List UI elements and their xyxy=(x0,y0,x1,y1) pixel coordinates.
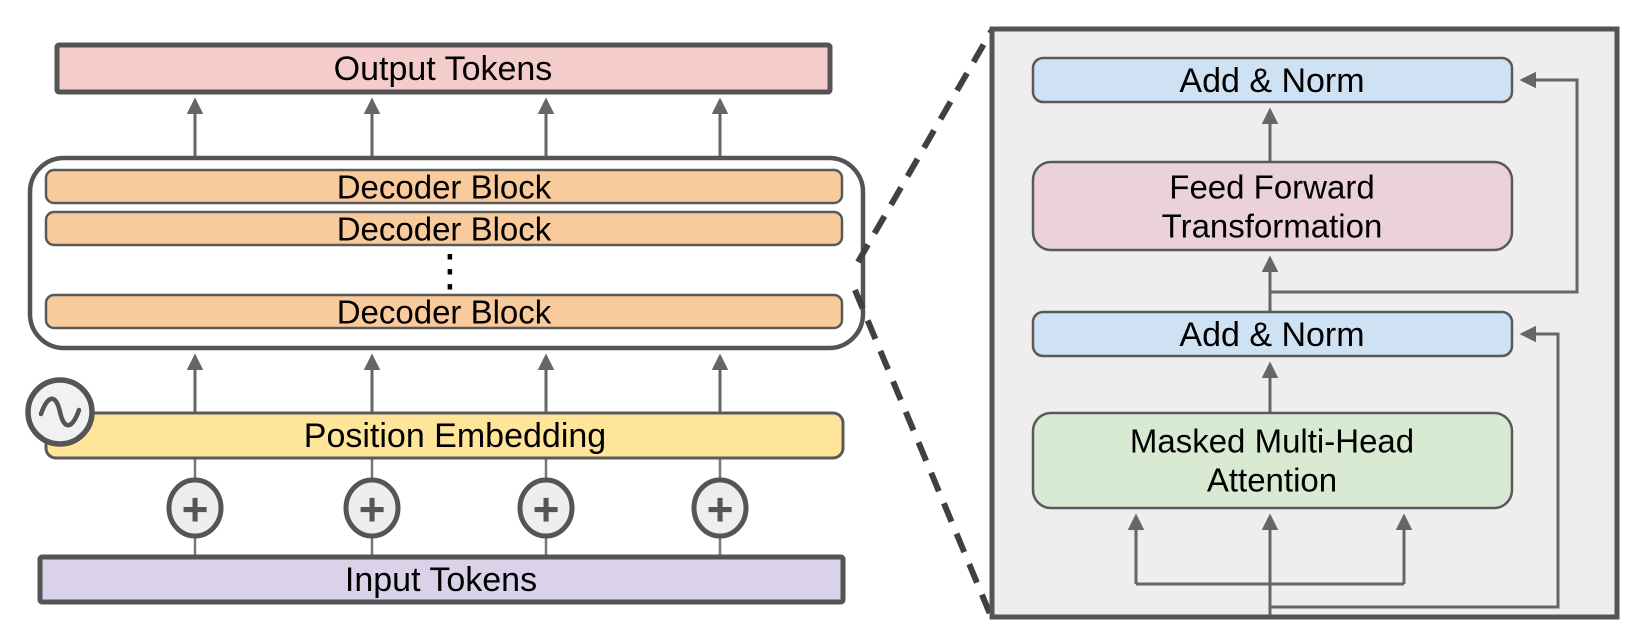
sine-wave-path xyxy=(38,396,82,428)
attention-label-line1: Masked Multi-Head xyxy=(1130,423,1414,460)
plus-circle xyxy=(343,477,401,539)
feed-forward-rect xyxy=(1031,160,1514,252)
stack-ellipsis: ⋮ xyxy=(428,247,472,296)
decoder-block-detail-panel: Add & Norm Feed Forward Transformation A… xyxy=(989,26,1620,620)
plus-icon: + xyxy=(166,477,224,539)
decoder-stack-diagram: Output Tokens Decoder Block Decoder Bloc… xyxy=(25,42,866,605)
residual-connection-lower xyxy=(1270,325,1560,609)
residual-connection-upper xyxy=(1270,71,1579,294)
decoder-block-2: Decoder Block xyxy=(44,210,844,248)
plus-circle xyxy=(691,477,749,539)
masked-attention-rect xyxy=(1031,411,1514,510)
feed-forward-label-line1: Feed Forward xyxy=(1169,169,1374,206)
plus-circle xyxy=(166,477,224,539)
plus-icon: + xyxy=(343,477,401,539)
plus-glyph: + xyxy=(182,483,209,535)
add-norm-mid-label: Add & Norm xyxy=(1179,316,1364,354)
position-embedding-label: Position Embedding xyxy=(304,417,606,455)
decoder-block-label: Decoder Block xyxy=(337,294,552,331)
feed-forward-label-line2: Transformation xyxy=(1162,208,1383,245)
feed-forward-box: Feed Forward Transformation xyxy=(1031,160,1514,252)
attention-label-line2: Attention xyxy=(1207,462,1337,499)
sum-connectors xyxy=(193,458,722,557)
decoder-block-label: Decoder Block xyxy=(337,169,552,206)
input-tokens-box: Input Tokens xyxy=(37,554,846,605)
embedding-arrows xyxy=(186,353,729,413)
add-norm-mid-box: Add & Norm xyxy=(1031,310,1514,358)
plus-icon: + xyxy=(691,477,749,539)
plus-icon: + xyxy=(517,477,575,539)
decoder-block-label: Decoder Block xyxy=(337,211,552,248)
input-tokens-label: Input Tokens xyxy=(345,561,537,599)
plus-circle xyxy=(517,477,575,539)
add-norm-top-label: Add & Norm xyxy=(1179,62,1364,100)
add-norm-top-box: Add & Norm xyxy=(1031,56,1514,104)
decoder-block-3: Decoder Block xyxy=(44,293,844,331)
decoder-block-rect xyxy=(44,293,844,330)
zoom-connector-top xyxy=(855,28,995,264)
position-embedding-box: Position Embedding xyxy=(44,411,845,460)
sum-icons: + + + + xyxy=(166,477,749,539)
decoder-block-1: Decoder Block xyxy=(44,168,844,206)
add-norm-rect xyxy=(1031,310,1514,358)
output-tokens-rect xyxy=(54,42,833,95)
plus-glyph: + xyxy=(359,483,386,535)
output-arrows xyxy=(186,97,729,158)
add-norm-rect xyxy=(1031,56,1514,104)
plus-glyph: + xyxy=(707,483,734,535)
masked-attention-box: Masked Multi-Head Attention xyxy=(1031,411,1514,510)
decoder-block-rect xyxy=(44,210,844,247)
output-tokens-box: Output Tokens xyxy=(54,42,833,95)
detail-flow-arrows xyxy=(1127,71,1579,615)
input-tokens-rect xyxy=(37,554,846,605)
sine-wave-icon xyxy=(25,377,95,447)
zoom-connector-bottom xyxy=(852,288,993,616)
output-tokens-label: Output Tokens xyxy=(334,50,553,88)
decoder-block-rect xyxy=(44,168,844,205)
plus-glyph: + xyxy=(533,483,560,535)
